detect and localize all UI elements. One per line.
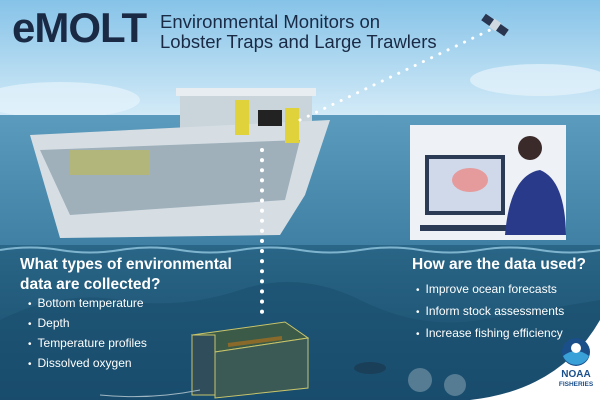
collected-heading-line-2: data are collected?	[20, 276, 161, 293]
list-item: Bottom temperature	[28, 293, 147, 313]
satellite-icon	[481, 13, 509, 37]
subtitle-line-2: Lobster Traps and Large Trawlers	[160, 31, 437, 52]
list-item: Inform stock assessments	[416, 300, 565, 322]
list-item: Depth	[28, 313, 147, 333]
noaa-logo	[562, 338, 590, 366]
title: eMOLT	[12, 4, 147, 51]
collected-heading: What types of environmental data are col…	[20, 255, 232, 295]
noaa-logo-text: NOAA FISHERIES	[558, 370, 594, 390]
subtitle: Environmental Monitors on Lobster Traps …	[160, 12, 437, 52]
subtitle-line-1: Environmental Monitors on	[160, 11, 381, 32]
list-item: Increase fishing efficiency	[416, 322, 564, 344]
lobster-trap-illustration	[99, 321, 310, 399]
usage-list: Improve ocean forecasts Inform stock ass…	[416, 278, 565, 344]
computer-user-illustration	[410, 125, 566, 240]
scallop-icon	[408, 368, 466, 396]
collected-heading-line-1: What types of environmental	[20, 256, 232, 273]
lobster-icon	[354, 362, 386, 374]
noaa-name: NOAA	[561, 369, 591, 380]
boat-illustration	[30, 88, 330, 238]
noaa-sub: FISHERIES	[558, 381, 594, 388]
list-item: Temperature profiles	[28, 333, 147, 353]
collected-list: Bottom temperature Depth Temperature pro…	[28, 293, 147, 373]
list-item: Improve ocean forecasts	[416, 278, 564, 300]
usage-heading: How are the data used?	[412, 256, 586, 273]
list-item: Dissolved oxygen	[28, 353, 147, 373]
